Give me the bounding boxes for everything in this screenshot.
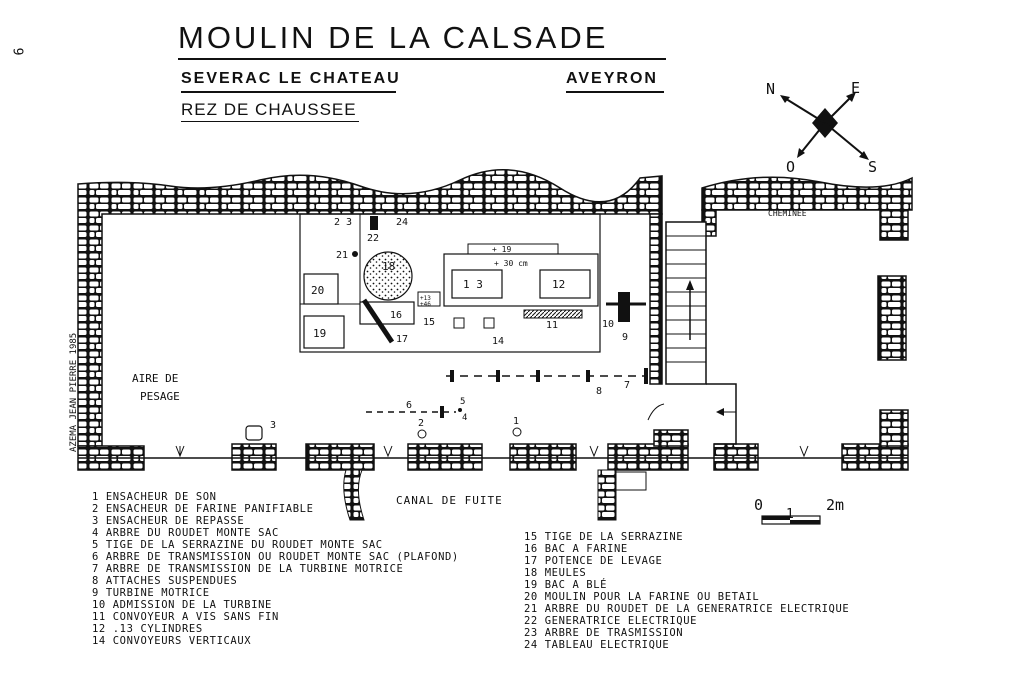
label-2: 2 (418, 418, 424, 429)
tailrace (343, 469, 647, 521)
label-17: 17 (396, 334, 408, 345)
label-22: 22 (367, 233, 379, 244)
legend-item: 9 TURBINE MOTRICE (92, 587, 210, 599)
legend-item: 10 ADMISSION DE LA TURBINE (92, 599, 272, 611)
page-title: MOULIN DE LA CALSADE (178, 20, 609, 55)
label-23: 2 3 (334, 217, 352, 228)
label-10: 10 (602, 319, 614, 330)
author-credit: AZEMA JEAN PIERRE 1985 (69, 333, 79, 452)
legend-item: 1 ENSACHEUR DE SON (92, 491, 217, 503)
label-24: 24 (396, 217, 408, 228)
label-15: 15 (423, 317, 435, 328)
floor-level: REZ DE CHAUSSEE (181, 100, 357, 119)
label-19: 19 (313, 327, 326, 340)
label-canal: CANAL DE FUITE (396, 494, 503, 507)
label-plus19: + 19 (492, 245, 511, 254)
label-3: 3 (270, 420, 276, 431)
label-21: 21 (336, 250, 348, 261)
item-19 (303, 315, 345, 349)
legend-item: 8 ATTACHES SUSPENDUES (92, 575, 238, 587)
legend-item: 18 MEULES (524, 567, 587, 579)
compass-s: S (868, 158, 877, 176)
label-7: 7 (624, 380, 630, 391)
legend-item: 16 BAC A FARINE (524, 543, 628, 555)
label-cheminee: CHEMINÉE (768, 207, 807, 218)
label-20: 20 (311, 284, 324, 297)
department-name: AVEYRON (566, 70, 658, 87)
item-20 (303, 273, 339, 305)
label-plus13: +13 (420, 295, 431, 302)
legend-item: 12 .13 CYLINDRES (92, 623, 203, 635)
label-9: 9 (622, 332, 628, 343)
label-14: 14 (492, 336, 504, 347)
legend-item: 20 MOULIN POUR LA FARINE OU BETAIL (524, 591, 760, 603)
legend-item: 23 ARBRE DE TRASMISSION (524, 627, 684, 639)
mill-walls (77, 169, 909, 471)
label-4: 4 (462, 413, 467, 423)
label-12: 12 (552, 278, 565, 291)
turbine-9 (618, 292, 630, 322)
label-8: 8 (596, 386, 602, 397)
label-18: 18 (382, 260, 395, 273)
scale-bar: 0 1 2m (754, 496, 844, 525)
label-11: 11 (546, 320, 558, 331)
legend-item: 5 TIGE DE LA SERRAZINE DU ROUDET MONTE S… (92, 539, 383, 551)
compass-e: E (851, 79, 860, 97)
legend-item: 22 GENERATRICE ELECTRIQUE (524, 615, 698, 627)
scale-0: 0 (754, 496, 763, 514)
label-1: 1 (513, 416, 519, 427)
department-underline (566, 91, 664, 93)
scale-2m: 2m (826, 496, 844, 514)
legend-right: 15 TIGE DE LA SERRAZINE 16 BAC A FARINE … (524, 531, 849, 651)
crane-17 (361, 298, 395, 344)
label-aire-1: AIRE DE (132, 372, 178, 385)
title-underline (178, 58, 666, 60)
legend-item: 11 CONVOYEUR A VIS SANS FIN (92, 611, 279, 623)
compass-n: N (766, 80, 775, 98)
cylinder-13 (451, 269, 503, 299)
label-13: 1 3 (463, 278, 483, 291)
legend-item: 7 ARBRE DE TRANSMISSION DE LA TURBINE MO… (92, 563, 404, 575)
town-name: SEVERAC LE CHATEAU (181, 70, 401, 87)
legend-item: 4 ARBRE DU ROUDET MONTE SAC (92, 527, 279, 539)
legend-item: 6 ARBRE DE TRANSMISSION OU ROUDET MONTE … (92, 551, 459, 563)
scale-1: 1 (786, 507, 794, 522)
legend-item: 19 BAC A BLÉ (524, 579, 608, 591)
floor-level-underline (181, 121, 359, 122)
legend-item: 15 TIGE DE LA SERRAZINE (524, 531, 684, 543)
legend-item: 24 TABLEAU ELECTRIQUE (524, 639, 670, 651)
chimney-room: CHEMINÉE (701, 176, 913, 447)
equipment: 20 19 18 16 17 +13 +46 15 21 2 3 24 22 +… (175, 216, 809, 458)
compass-rose: N E O S (766, 79, 877, 176)
town-underline (181, 91, 396, 93)
label-16: 16 (390, 310, 402, 321)
legend-item: 14 CONVOYEURS VERTICAUX (92, 635, 252, 647)
legend-item: 2 ENSACHEUR DE FARINE PANIFIABLE (92, 503, 314, 515)
millstones-18 (363, 251, 413, 301)
legend-item: 21 ARBRE DU ROUDET DE LA GENERATRICE ELE… (524, 603, 850, 615)
label-6: 6 (406, 400, 412, 411)
label-plus30: + 30 cm (494, 259, 528, 268)
legend-item: 3 ENSACHEUR DE REPASSE (92, 515, 245, 527)
screw-conveyor-11 (523, 309, 583, 319)
label-aire-2: PESAGE (140, 390, 180, 403)
cylinder-12 (539, 269, 591, 299)
legend-left: 1 ENSACHEUR DE SON 2 ENSACHEUR DE FARINE… (92, 491, 459, 647)
compass-o: O (786, 158, 795, 176)
staircase (647, 221, 737, 445)
legend-item: 17 POTENCE DE LEVAGE (524, 555, 663, 567)
label-plus46: +46 (420, 301, 431, 308)
label-5: 5 (460, 397, 465, 407)
